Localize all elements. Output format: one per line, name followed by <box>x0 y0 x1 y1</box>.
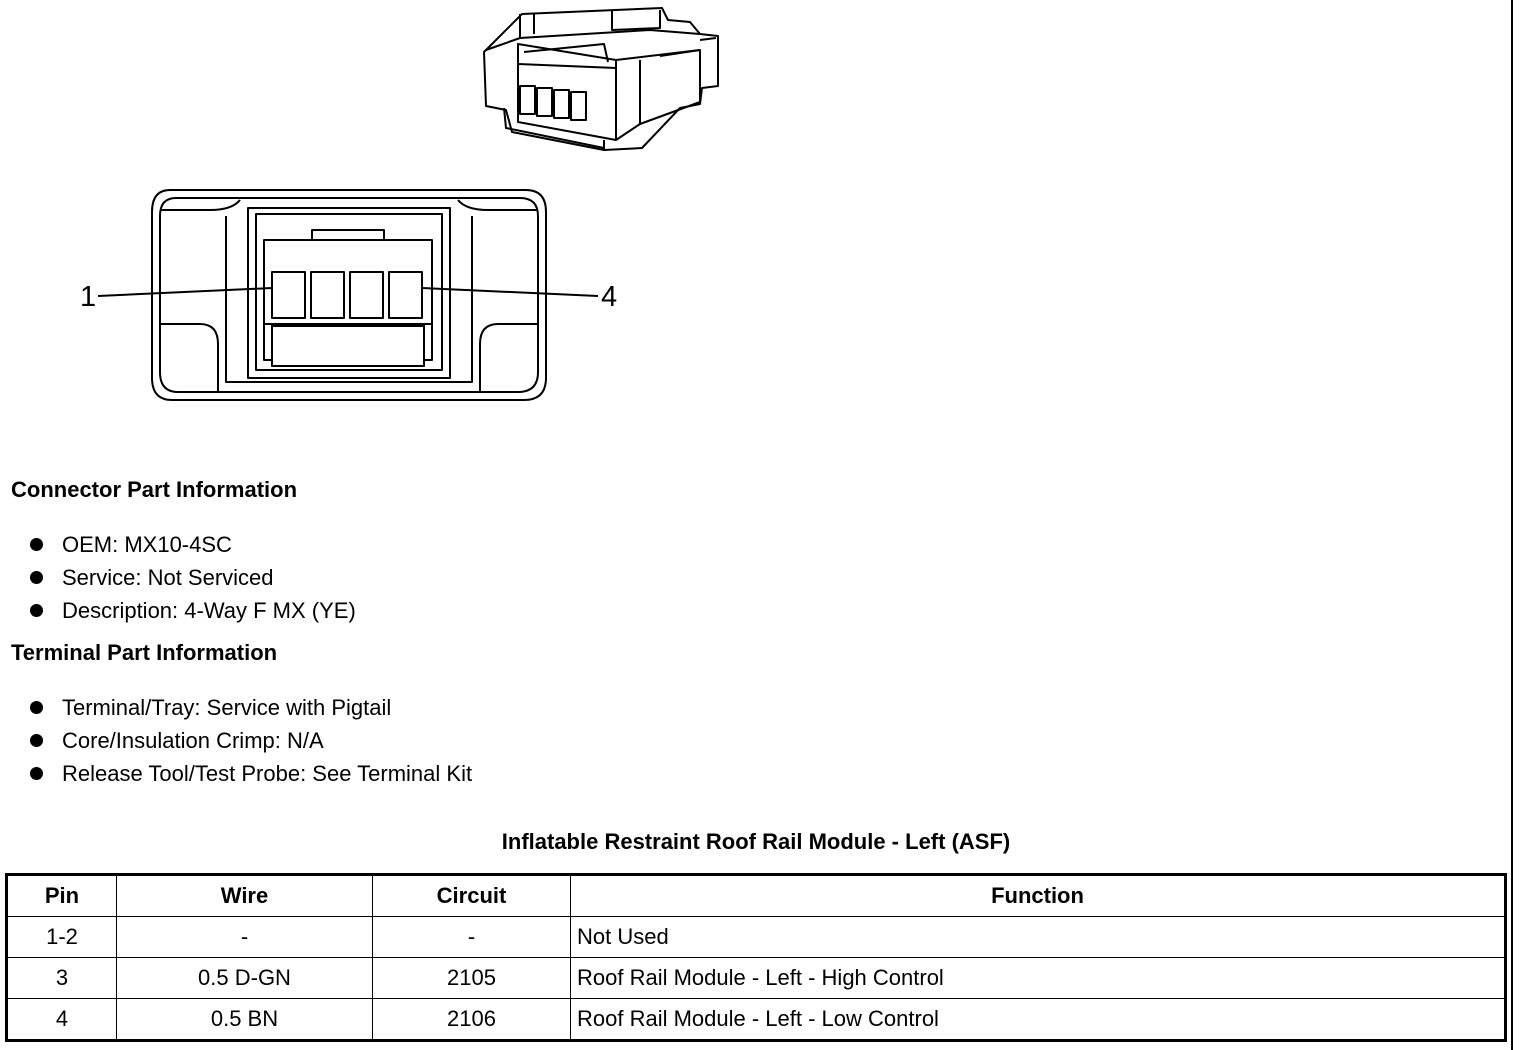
pinout-table: Pin Wire Circuit Function 1-2 - - Not Us… <box>5 873 1507 1042</box>
pin-cell: 3 <box>6 957 117 999</box>
table-header-row: Pin Wire Circuit Function <box>6 874 1506 917</box>
function-cell: Roof Rail Module - Left - Low Control <box>570 998 1506 1041</box>
bullet-icon <box>30 701 43 714</box>
wire-cell: 0.5 BN <box>116 998 373 1041</box>
bullet-icon <box>30 571 43 584</box>
pin-1-callout: 1 <box>80 281 97 313</box>
table-row: 3 0.5 D-GN 2105 Roof Rail Module - Left … <box>6 957 1506 999</box>
connector-isometric-view <box>483 7 719 151</box>
table-title: Inflatable Restraint Roof Rail Module - … <box>501 829 1011 854</box>
connector-info-heading: Connector Part Information <box>11 477 298 502</box>
pin-4-leader <box>421 287 599 297</box>
connector-front-view <box>97 189 599 401</box>
bullet-icon <box>30 767 43 780</box>
circuit-cell: - <box>372 916 571 958</box>
column-header-circuit: Circuit <box>372 874 571 917</box>
function-cell: Not Used <box>570 916 1506 958</box>
pin-cell: 1-2 <box>6 916 117 958</box>
column-header-function: Function <box>570 874 1506 917</box>
list-item: Core/Insulation Crimp: N/A <box>28 724 472 757</box>
pin-1-leader <box>97 287 273 297</box>
bullet-icon <box>30 538 43 551</box>
bullet-icon <box>30 604 43 617</box>
page-right-border <box>1511 0 1513 1050</box>
list-item-text: Release Tool/Test Probe: See Terminal Ki… <box>62 761 473 786</box>
list-item-text: Description: 4-Way F MX (YE) <box>62 598 356 623</box>
terminal-info-heading: Terminal Part Information <box>11 640 278 665</box>
list-item-text: Core/Insulation Crimp: N/A <box>62 728 324 753</box>
wire-cell: - <box>116 916 373 958</box>
connector-info-list: OEM: MX10-4SC Service: Not Serviced Desc… <box>28 528 356 627</box>
function-cell: Roof Rail Module - Left - High Control <box>570 957 1506 999</box>
list-item: Service: Not Serviced <box>28 561 356 594</box>
circuit-cell: 2105 <box>372 957 571 999</box>
column-header-wire: Wire <box>116 874 373 917</box>
table-row: 4 0.5 BN 2106 Roof Rail Module - Left - … <box>6 998 1506 1041</box>
list-item-text: OEM: MX10-4SC <box>62 532 232 557</box>
list-item: OEM: MX10-4SC <box>28 528 356 561</box>
list-item: Terminal/Tray: Service with Pigtail <box>28 691 472 724</box>
pin-4-callout: 4 <box>601 281 618 313</box>
pin-cell: 4 <box>6 998 117 1041</box>
circuit-cell: 2106 <box>372 998 571 1041</box>
list-item: Release Tool/Test Probe: See Terminal Ki… <box>28 757 472 790</box>
bullet-icon <box>30 734 43 747</box>
column-header-pin: Pin <box>6 874 117 917</box>
wire-cell: 0.5 D-GN <box>116 957 373 999</box>
connector-illustration <box>97 7 719 401</box>
table-row: 1-2 - - Not Used <box>6 916 1506 958</box>
list-item-text: Service: Not Serviced <box>62 565 274 590</box>
list-item-text: Terminal/Tray: Service with Pigtail <box>62 695 392 720</box>
list-item: Description: 4-Way F MX (YE) <box>28 594 356 627</box>
terminal-info-list: Terminal/Tray: Service with Pigtail Core… <box>28 691 472 790</box>
